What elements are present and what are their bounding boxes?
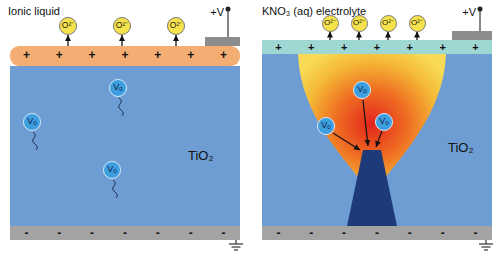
vacancy-label: Vₒ bbox=[321, 121, 330, 131]
vacancy-label: Vₒ bbox=[113, 83, 122, 93]
charge-sign: + bbox=[56, 49, 63, 62]
ion-label: O²⁻ bbox=[382, 19, 394, 28]
oxygen-ion: O²⁻ bbox=[351, 15, 368, 32]
diffusion-wiggle bbox=[113, 180, 118, 198]
charge-sign: - bbox=[221, 226, 225, 240]
voltage-label: +V bbox=[210, 6, 224, 18]
charge-sign: + bbox=[89, 49, 96, 62]
ion-arrow bbox=[121, 35, 122, 46]
ground-symbol bbox=[479, 240, 493, 250]
voltage-label: +V bbox=[462, 6, 476, 18]
ion-arrow bbox=[329, 32, 330, 41]
top-terminal bbox=[452, 31, 492, 40]
oxygen-ion: O²⁻ bbox=[322, 15, 339, 32]
charge-sign: + bbox=[472, 41, 478, 53]
material-label: TiO₂ bbox=[448, 141, 474, 155]
charge-sign: + bbox=[374, 41, 380, 53]
charge-sign: - bbox=[408, 226, 412, 240]
ion-arrow bbox=[175, 35, 176, 46]
top-terminal bbox=[205, 37, 240, 46]
oxygen-vacancy: Vₒ bbox=[317, 117, 335, 135]
oxygen-vacancy: Vₒ bbox=[353, 81, 371, 99]
charge-sign: - bbox=[123, 226, 127, 240]
oxygen-vacancy: Vₒ bbox=[109, 79, 127, 97]
bottom-electrode: ------- bbox=[262, 226, 492, 240]
ion-arrow bbox=[67, 35, 68, 46]
tio2-film: TiO₂VₒVₒVₒ bbox=[10, 66, 240, 226]
ion-label: O²⁻ bbox=[116, 21, 128, 30]
charge-sign: + bbox=[407, 41, 413, 53]
vacancy-label: Vₒ bbox=[379, 117, 388, 127]
bottom-electrode: ------- bbox=[10, 226, 240, 240]
bias-dot bbox=[226, 7, 231, 12]
charge-sign: + bbox=[187, 49, 194, 62]
charge-sign: - bbox=[473, 226, 477, 240]
label-holder: Ionic liquid bbox=[8, 1, 60, 19]
electrolyte-label: KNO₃ (aq) electrolyte bbox=[262, 5, 366, 17]
vacancy-label: Vₒ bbox=[357, 85, 366, 95]
charge-sign: + bbox=[341, 41, 347, 53]
label-holder: +V bbox=[210, 2, 224, 20]
charge-sign: + bbox=[308, 41, 314, 53]
oxygen-ion: O²⁻ bbox=[409, 15, 426, 32]
charge-sign: - bbox=[375, 226, 379, 240]
vacancy-label: Vₒ bbox=[27, 117, 36, 127]
oxygen-vacancy: Vₒ bbox=[375, 113, 393, 131]
diffusion-wiggle bbox=[119, 98, 124, 116]
tio2-film: TiO₂VₒVₒVₒ bbox=[262, 54, 492, 226]
oxygen-vacancy: Vₒ bbox=[23, 113, 41, 131]
electrolyte-layer: + + + + + + + bbox=[10, 46, 240, 66]
charge-sign: - bbox=[441, 226, 445, 240]
bias-wire bbox=[227, 9, 228, 37]
ion-label: O²⁻ bbox=[62, 21, 74, 30]
charge-sign: - bbox=[342, 226, 346, 240]
bias-dot bbox=[478, 7, 483, 12]
charge-sign: - bbox=[57, 226, 61, 240]
charge-sign: + bbox=[121, 49, 128, 62]
oxygen-vacancy: Vₒ bbox=[103, 161, 121, 179]
ion-label: O²⁻ bbox=[353, 19, 365, 28]
charge-sign: - bbox=[309, 226, 313, 240]
charge-sign: + bbox=[154, 49, 161, 62]
charge-sign: - bbox=[156, 226, 160, 240]
conductive-filament bbox=[347, 150, 397, 226]
drift-arrow bbox=[376, 131, 382, 147]
diffusion-wiggle bbox=[33, 132, 38, 150]
charge-sign: + bbox=[23, 49, 30, 62]
label-holder: +V bbox=[462, 2, 476, 20]
ion-arrow bbox=[416, 32, 417, 41]
oxygen-ion: O²⁻ bbox=[59, 17, 77, 35]
charge-sign: - bbox=[276, 226, 280, 240]
ion-label: O²⁻ bbox=[411, 19, 423, 28]
electrolyte-layer: + + + + + + + bbox=[262, 40, 492, 54]
oxygen-ion: O²⁻ bbox=[167, 17, 185, 35]
charge-sign: - bbox=[189, 226, 193, 240]
ion-label: O²⁻ bbox=[170, 21, 182, 30]
material-label: TiO₂ bbox=[188, 149, 214, 163]
ion-arrow bbox=[358, 32, 359, 41]
ion-arrow bbox=[387, 32, 388, 41]
drift-arrow bbox=[333, 133, 360, 150]
charge-sign: - bbox=[24, 226, 28, 240]
tio2-film-fill bbox=[262, 54, 492, 226]
ground-symbol bbox=[229, 240, 243, 250]
tio2-film-fill bbox=[10, 66, 240, 226]
charge-sign: + bbox=[220, 49, 227, 62]
electrolyte-label: Ionic liquid bbox=[8, 5, 60, 17]
vacancy-label: Vₒ bbox=[107, 165, 116, 175]
oxygen-ion: O²⁻ bbox=[380, 15, 397, 32]
oxygen-ion: O²⁻ bbox=[113, 17, 131, 35]
charge-sign: + bbox=[275, 41, 281, 53]
charge-sign: + bbox=[439, 41, 445, 53]
label-holder: KNO₃ (aq) electrolyte bbox=[262, 1, 366, 19]
charge-sign: - bbox=[90, 226, 94, 240]
bias-wire bbox=[479, 9, 480, 31]
ion-label: O²⁻ bbox=[324, 19, 336, 28]
drift-arrow bbox=[363, 100, 368, 146]
